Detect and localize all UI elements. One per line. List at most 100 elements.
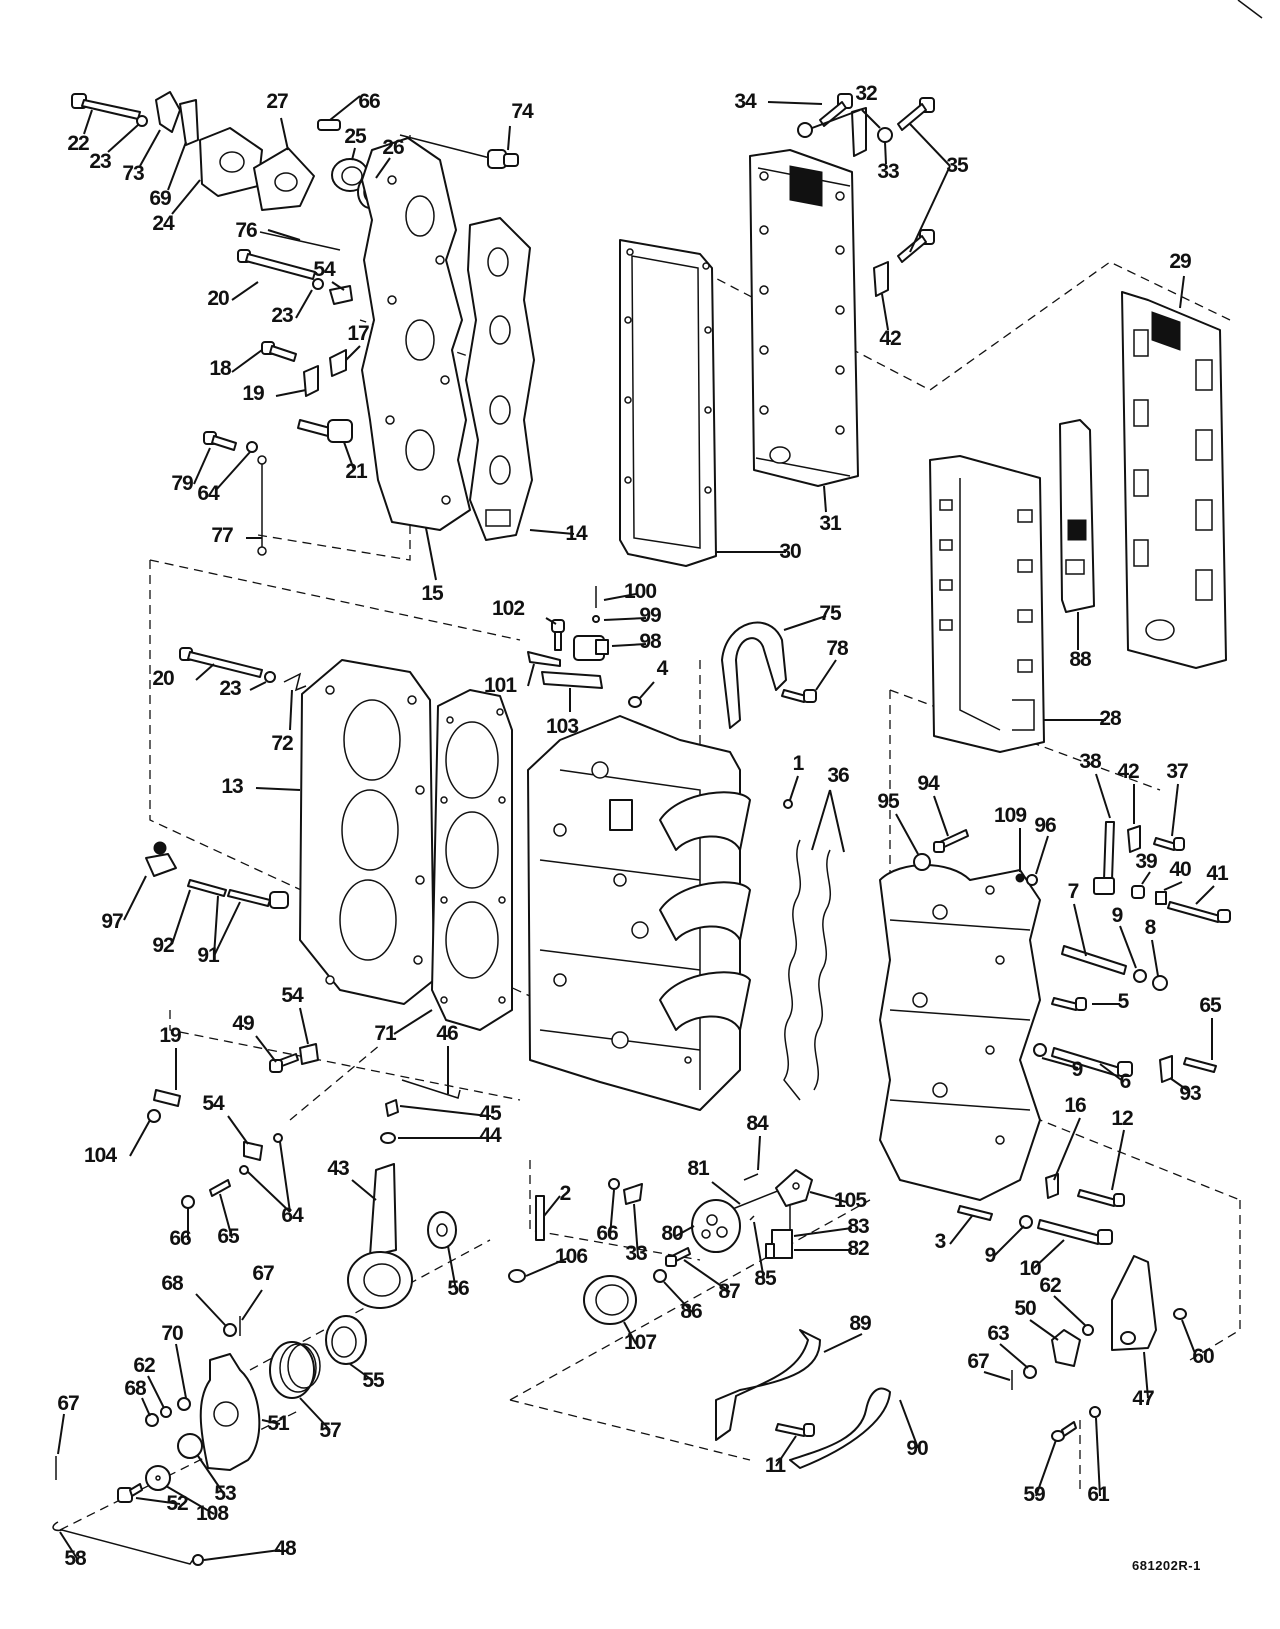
part-73-bracket <box>155 91 181 133</box>
callout-label-53: 53 <box>214 1482 236 1505</box>
callout-label-107: 107 <box>624 1331 656 1354</box>
part-75-guide-bracket <box>721 621 787 729</box>
part-45-fitting <box>385 1099 399 1117</box>
part-68-washer <box>145 1413 159 1427</box>
callout-label-26: 26 <box>382 136 404 159</box>
callout-label-79: 79 <box>171 472 193 495</box>
callout-label-108: 108 <box>196 1502 229 1525</box>
callout-label-55: 55 <box>362 1369 385 1392</box>
part-4-plug <box>628 696 642 708</box>
callout-label-20: 20 <box>207 287 229 310</box>
callout-label-6: 6 <box>1120 1070 1131 1093</box>
callout-label-102: 102 <box>492 597 524 620</box>
callout-label-66: 66 <box>358 90 380 113</box>
part-32-washer <box>797 122 813 138</box>
part-44-nut <box>380 1132 396 1144</box>
part-2-spring <box>535 1195 545 1241</box>
part-27-gasket <box>253 147 315 211</box>
callout-label-50: 50 <box>1014 1297 1036 1320</box>
callout-label-64: 64 <box>281 1204 304 1227</box>
callout-label-1: 1 <box>793 752 805 775</box>
part-84-clip <box>743 1173 759 1181</box>
part-14-head-gasket <box>465 217 535 541</box>
part-9-washer <box>1033 1043 1047 1057</box>
part-23-washer <box>312 278 324 290</box>
part-63-washer <box>1023 1365 1037 1379</box>
part-5-screw <box>1051 997 1087 1011</box>
callout-label-36: 36 <box>827 764 849 787</box>
part-crankcase-cover <box>879 864 1041 1201</box>
part-17-clip <box>329 349 347 377</box>
part-65-screw <box>1183 1057 1217 1073</box>
part-54-clip <box>329 285 353 305</box>
callout-label-42: 42 <box>1117 760 1139 783</box>
callout-label-58: 58 <box>64 1547 87 1570</box>
part-11-screw <box>775 1423 815 1437</box>
callout-label-32: 32 <box>855 82 877 105</box>
callout-label-44: 44 <box>479 1124 502 1147</box>
callout-label-105: 105 <box>834 1189 867 1212</box>
part-66-clip <box>317 119 341 131</box>
callout-label-15: 15 <box>421 582 444 605</box>
callout-label-97: 97 <box>101 910 123 933</box>
callout-label-9: 9 <box>1112 904 1123 927</box>
callout-label-66: 66 <box>596 1222 618 1245</box>
callout-label-68: 68 <box>124 1377 147 1400</box>
callout-label-13: 13 <box>221 775 243 798</box>
part-35-bolt-upper <box>897 97 935 131</box>
callout-label-34: 34 <box>734 90 757 113</box>
callout-label-91: 91 <box>197 944 220 967</box>
part-20-bolt <box>237 249 316 280</box>
callout-label-29: 29 <box>1169 250 1191 273</box>
callout-label-40: 40 <box>1169 858 1191 881</box>
callout-label-93: 93 <box>1179 1082 1201 1105</box>
callout-label-103: 103 <box>546 715 578 738</box>
callout-label-5: 5 <box>1118 990 1130 1013</box>
part-61-washer <box>1089 1406 1101 1418</box>
part-54-clip <box>243 1141 263 1161</box>
part-98-switch <box>573 635 609 661</box>
callout-label-39: 39 <box>1135 850 1157 873</box>
part-77-ground-strap <box>257 455 267 556</box>
callout-label-8: 8 <box>1145 916 1157 939</box>
callout-label-63: 63 <box>987 1322 1009 1345</box>
part-102-screw <box>551 619 565 651</box>
callout-label-52: 52 <box>166 1492 188 1515</box>
callout-label-64: 64 <box>197 482 220 505</box>
callout-label-62: 62 <box>133 1354 155 1377</box>
part-64-washer <box>239 1165 249 1175</box>
part-19-clip <box>153 1089 181 1107</box>
part-71-head-gasket <box>431 689 513 1031</box>
part-28-exhaust-gasket <box>929 455 1045 753</box>
callout-label-38: 38 <box>1079 750 1102 773</box>
callout-label-70: 70 <box>161 1322 183 1345</box>
part-41-screw <box>1167 901 1231 923</box>
part-48-nut <box>192 1554 204 1566</box>
part-39-spacer <box>1131 885 1145 899</box>
part-49-bolt <box>269 1053 299 1073</box>
part-31-exhaust-cover <box>749 149 859 487</box>
callout-label-31: 31 <box>819 512 842 535</box>
callout-label-98: 98 <box>639 630 662 653</box>
callout-label-48: 48 <box>274 1537 297 1560</box>
part-90-strap <box>789 1387 891 1469</box>
part-7-stud <box>1061 945 1127 975</box>
callout-label-43: 43 <box>327 1157 349 1180</box>
part-69-clip <box>179 99 199 146</box>
callout-label-12: 12 <box>1111 1107 1133 1130</box>
callout-label-11: 11 <box>765 1454 787 1477</box>
part-86-nut <box>653 1269 667 1283</box>
part-51-throttle-cam <box>199 1353 261 1471</box>
callout-label-65: 65 <box>217 1225 240 1248</box>
part-60-bushing <box>1173 1308 1187 1320</box>
part-54-clip <box>299 1043 319 1065</box>
callout-label-78: 78 <box>826 637 849 660</box>
callout-label-37: 37 <box>1166 760 1188 783</box>
part-94-screw <box>933 829 969 853</box>
part-107-oil-seal <box>583 1275 637 1325</box>
part-59-stud <box>1051 1421 1077 1442</box>
part-108-washer <box>145 1465 171 1491</box>
part-89-bracket <box>715 1329 821 1441</box>
